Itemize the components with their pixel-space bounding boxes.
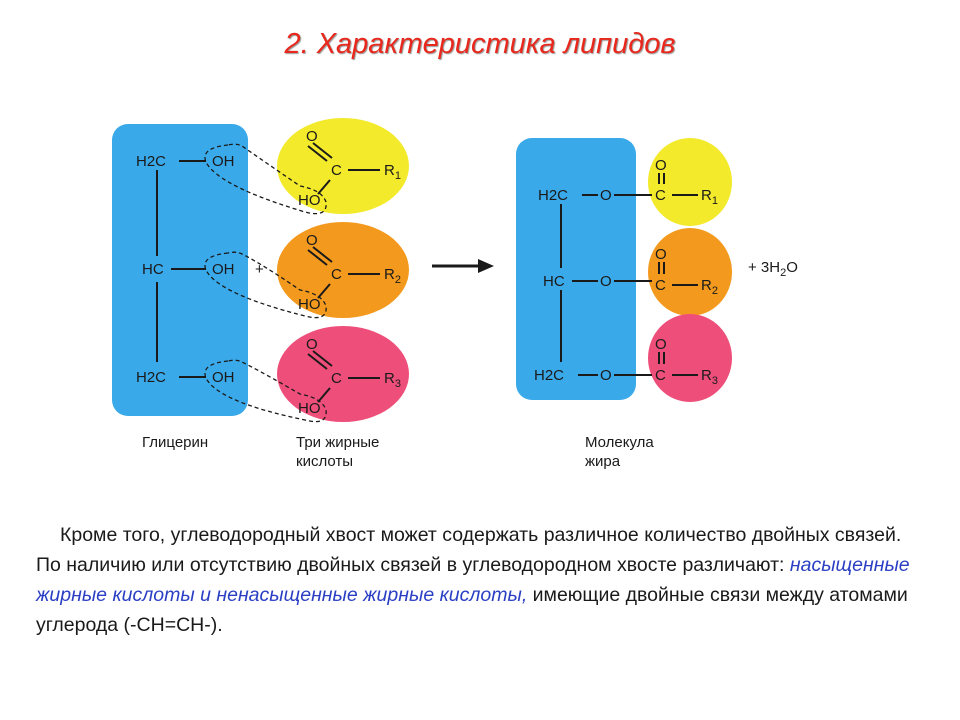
caption-fat-line1: Молекула [585, 434, 654, 451]
fat-group-1: H2C [538, 187, 568, 204]
explanation-paragraph: Кроме того, углеводородный хвост может с… [36, 520, 916, 640]
glycerol-group-3: H2C [136, 369, 166, 386]
glycerol-group-1: H2C [136, 153, 166, 170]
acid-2-radical: R2 [384, 266, 401, 286]
fat-carbon-2: C [655, 277, 666, 294]
acid-1-hydroxyl: HO [298, 192, 321, 209]
acid-3-ellipse [277, 326, 409, 422]
acid-3-hydroxyl: HO [298, 400, 321, 417]
glycerol-group-2: HC [142, 261, 164, 278]
caption-glycerol: Глицерин [142, 434, 208, 451]
esterification-diagram: H2C OH HC OH H2C OH O C R1 HO O C R2 HO … [112, 118, 798, 470]
term-saturated: насыщенные жирные кислоты [36, 554, 910, 606]
paragraph-text-1: Кроме того, углеводородный хвост может с… [36, 524, 902, 576]
fat-carbonyl-oxygen-3: O [655, 336, 667, 353]
fat-oxygen-1: O [600, 187, 612, 204]
caption-acids-line1: Три жирные [296, 434, 379, 451]
fat-oxygen-2: O [600, 273, 612, 290]
fat-oxygen-3: O [600, 367, 612, 384]
fat-carbon-3: C [655, 367, 666, 384]
fat-glycerol-block [516, 138, 636, 400]
acid-2-carbon: C [331, 266, 342, 283]
hydroxyl-3: OH [212, 369, 235, 386]
term-unsaturated: ненасыщенные жирные кислоты, [216, 584, 528, 606]
page-title: 2. Характеристика липидов [284, 28, 676, 60]
fat-acid-2-ellipse [648, 228, 732, 316]
fat-carbonyl-oxygen-2: O [655, 246, 667, 263]
paragraph-text-2: имеющие двойные связи между атомами угле… [36, 584, 908, 636]
fat-group-2: HC [543, 273, 565, 290]
caption-acids-line2: кислоты [296, 453, 353, 470]
fat-carbon-1: C [655, 187, 666, 204]
fat-carbonyl-oxygen-1: O [655, 157, 667, 174]
fat-acid-3-ellipse [648, 314, 732, 402]
acid-1-ellipse [277, 118, 409, 214]
hydroxyl-2: OH [212, 261, 235, 278]
reaction-arrow [432, 259, 494, 273]
water-product: + 3H2O [748, 259, 798, 279]
acid-2-hydroxyl: HO [298, 296, 321, 313]
caption-fat-line2: жира [585, 453, 621, 470]
acid-3-oxygen: O [306, 336, 318, 353]
acid-3-radical: R3 [384, 370, 401, 390]
water-loop-2 [204, 251, 327, 319]
fat-group-3: H2C [534, 367, 564, 384]
fat-radical-3: R3 [701, 367, 718, 387]
acid-1-radical: R1 [384, 162, 401, 182]
acid-2-ellipse [277, 222, 409, 318]
acid-1-oxygen: O [306, 128, 318, 145]
acid-2-oxygen: O [306, 232, 318, 249]
hydroxyl-1: OH [212, 153, 235, 170]
water-loop-3 [204, 359, 327, 423]
acid-1-carbon: C [331, 162, 342, 179]
fat-radical-1: R1 [701, 187, 718, 207]
acid-3-carbon: C [331, 370, 342, 387]
plus-sign: + [255, 261, 264, 278]
fat-acid-1-ellipse [648, 138, 732, 226]
term-conjunction: и [194, 584, 217, 606]
fat-radical-2: R2 [701, 277, 718, 297]
